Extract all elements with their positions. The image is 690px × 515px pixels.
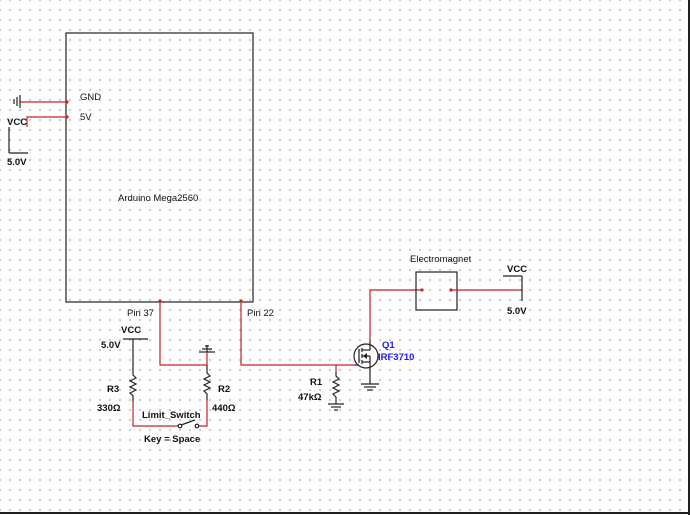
wire-pin22-gate[interactable] bbox=[240, 301, 355, 366]
vcc2-net-label: VCC bbox=[121, 325, 141, 336]
q1-ref-label: Q1 bbox=[382, 340, 395, 351]
r3-value-label: 330Ω bbox=[97, 403, 121, 414]
left-ground-symbol[interactable] bbox=[13, 95, 21, 108]
r2-ref-label: R2 bbox=[218, 384, 230, 395]
pin-5v-label: 5V bbox=[80, 112, 92, 123]
sheet-border-right bbox=[688, 0, 690, 515]
pin-37-label: Pin 37 bbox=[127, 308, 154, 319]
ground-symbol-r1[interactable] bbox=[328, 402, 344, 411]
pin-gnd-label: GND bbox=[80, 92, 101, 103]
magnet-name-label: Electromagnet bbox=[410, 254, 472, 265]
arduino-mega-block[interactable]: Arduino Mega2560 GND 5V Pin 37 Pin 22 bbox=[65, 32, 274, 319]
resistor-r3[interactable]: R3 330Ω bbox=[97, 365, 138, 414]
ground-symbol-q1[interactable] bbox=[361, 383, 379, 391]
vcc-supply-left[interactable]: VCC 5.0V bbox=[7, 117, 28, 168]
q1-part-label: IRF3710 bbox=[378, 352, 414, 363]
wire-r3-switch[interactable] bbox=[132, 402, 178, 427]
resistor-r2[interactable]: R2 440Ω bbox=[202, 365, 236, 414]
mosfet-q1[interactable]: Q1 IRF3710 bbox=[353, 340, 414, 384]
switch-key-label: Key = Space bbox=[144, 434, 200, 445]
limit-switch[interactable]: Limit_Switch Key = Space bbox=[142, 410, 201, 445]
wire-switch-r2[interactable] bbox=[199, 400, 208, 427]
r1-ref-label: R1 bbox=[310, 377, 323, 388]
ground-symbol-r2[interactable] bbox=[199, 345, 215, 353]
vcc-supply-pin37[interactable]: VCC 5.0V bbox=[101, 325, 148, 365]
vcc-right-net-label: VCC bbox=[507, 264, 527, 275]
r3-ref-label: R3 bbox=[107, 384, 119, 395]
resistor-r1[interactable]: R1 47kΩ bbox=[298, 372, 341, 403]
magnet-body bbox=[415, 271, 458, 311]
vcc-supply-right[interactable]: VCC 5.0V bbox=[503, 264, 527, 317]
arduino-name-label: Arduino Mega2560 bbox=[118, 193, 198, 204]
vcc-right-voltage-label: 5.0V bbox=[507, 306, 527, 317]
pin-22-label: Pin 22 bbox=[247, 308, 274, 319]
switch-ref-label: Limit_Switch bbox=[142, 410, 201, 421]
vcc-left-net-label: VCC bbox=[7, 117, 27, 128]
wire-pin37-node[interactable] bbox=[159, 301, 207, 366]
vcc2-voltage-label: 5.0V bbox=[101, 340, 121, 351]
r1-value-label: 47kΩ bbox=[298, 392, 322, 403]
r2-value-label: 440Ω bbox=[212, 403, 236, 414]
wire-5v[interactable] bbox=[26, 116, 67, 127]
wire-drain-magnet[interactable] bbox=[369, 289, 422, 341]
arduino-outline bbox=[65, 32, 254, 303]
electromagnet[interactable]: Electromagnet bbox=[410, 254, 472, 311]
vcc-left-voltage-label: 5.0V bbox=[7, 157, 27, 168]
sheet-border-bottom bbox=[0, 512, 690, 514]
